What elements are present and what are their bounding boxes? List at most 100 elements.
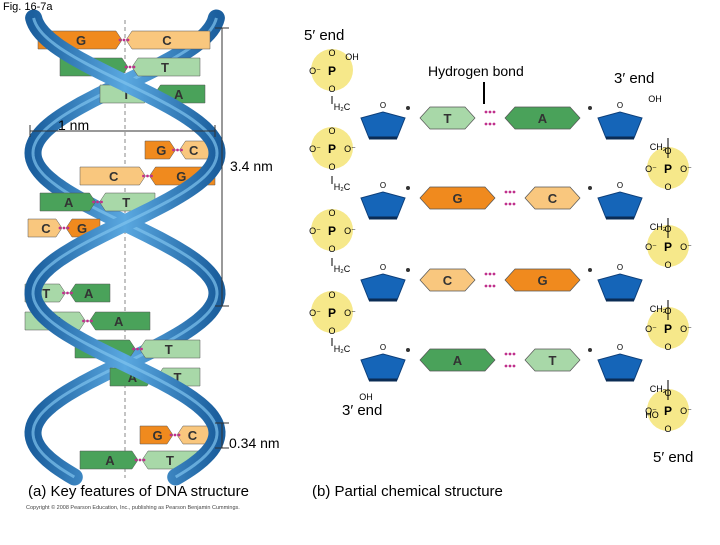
hydrogen-bond-dot	[66, 291, 69, 295]
phosphorus-atom: P	[328, 142, 336, 156]
oxygen-ion: O⁻	[680, 324, 692, 334]
hydrogen-bond-dot	[488, 110, 492, 114]
base-letter: A	[128, 370, 138, 385]
base-letter: A	[174, 87, 184, 102]
oxygen-atom: O	[664, 260, 671, 270]
hydrogen-bond-dot	[492, 272, 496, 276]
oxygen-atom: O	[664, 342, 671, 352]
base-letter: C	[548, 191, 558, 206]
base-letter: T	[174, 370, 182, 385]
base-letter: A	[105, 453, 115, 468]
methylene-label: CH₂	[650, 384, 667, 394]
chem-base-c	[419, 268, 476, 292]
methylene-label: CH₂	[650, 142, 667, 152]
chem-base-g	[504, 268, 581, 292]
chem-base-g	[419, 186, 496, 210]
hydrogen-bond-dot	[504, 190, 508, 194]
oxygen-ion: O⁻	[645, 164, 657, 174]
hydrogen-bond-dot	[492, 110, 496, 114]
methylene-label: CH₂	[650, 304, 667, 314]
methylene-label: H₂C	[334, 182, 351, 192]
hydrogen-bond-dot	[100, 200, 103, 204]
deoxyribose-sugar-left	[360, 191, 406, 219]
deoxyribose-sugar-right	[597, 273, 643, 301]
base-letter: C	[188, 428, 198, 443]
hydrogen-bond-dot	[504, 364, 508, 368]
oxygen-ion: O⁻	[645, 406, 657, 416]
deoxyribose-sugar-right	[597, 353, 643, 381]
hydrogen-bond-dot	[504, 202, 508, 206]
base-a-block	[79, 450, 139, 470]
base-letter: A	[64, 195, 74, 210]
atom-dot	[406, 348, 410, 352]
deoxyribose-sugar-left	[360, 353, 406, 381]
phosphorus-atom: P	[328, 306, 336, 320]
methylene-label: H₂C	[334, 344, 351, 354]
base-a-block	[89, 311, 151, 331]
copyright-text: Copyright © 2008 Pearson Education, Inc.…	[26, 505, 240, 511]
hydrogen-bond-dot	[146, 174, 149, 178]
oxygen-atom: O	[328, 208, 335, 218]
ring-oxygen: O	[380, 181, 386, 190]
base-a-block	[69, 283, 111, 303]
phosphate-group	[311, 291, 353, 333]
hydrogen-bond-dot	[512, 364, 516, 368]
base-letter: T	[122, 195, 130, 210]
phosphate-group	[311, 127, 353, 169]
atom-dot	[588, 186, 592, 190]
hydrogen-bond-dot	[508, 190, 512, 194]
hydrogen-bond-dot	[484, 110, 488, 114]
hydrogen-bond-dot	[172, 148, 175, 152]
atom-dot	[406, 186, 410, 190]
hydrogen-bond-dot	[70, 291, 73, 295]
phosphate-group	[647, 307, 689, 349]
hydrogen-bond-dot	[177, 433, 181, 437]
hydrogen-bond-dot	[488, 284, 492, 288]
hydrogen-bond-dot	[62, 226, 66, 230]
oxygen-ion: O⁻	[309, 308, 321, 318]
one-nm-label: 1 nm	[58, 117, 90, 133]
base-letter: A	[114, 314, 124, 329]
atom-dot	[406, 106, 410, 110]
hydrogen-bond-dot	[122, 38, 126, 42]
hydrogen-bond-dot	[82, 319, 85, 323]
hydrogen-bond-dot	[138, 458, 142, 462]
hydrogen-bond-dot	[508, 364, 512, 368]
methylene-label: CH₂	[650, 222, 667, 232]
phosphorus-atom: P	[664, 322, 672, 336]
hydrogen-bond-dot	[492, 284, 496, 288]
hydrogen-bond-dot	[92, 200, 95, 204]
oxygen-ion: O⁻	[309, 66, 321, 76]
rise-0-34-nm-label: 0.34 nm	[229, 435, 280, 451]
deoxyribose-sugar-right	[597, 191, 643, 219]
terminal-oh-label: OH	[648, 94, 662, 104]
phosphorus-atom: P	[664, 240, 672, 254]
base-letter: C	[41, 221, 51, 236]
phosphorus-atom: P	[328, 224, 336, 238]
phosphorus-atom: P	[664, 162, 672, 176]
phosphorus-atom: P	[664, 404, 672, 418]
oxygen-ion: O⁻	[344, 144, 356, 154]
base-g-block	[144, 140, 176, 160]
oxygen-atom: O	[328, 48, 335, 58]
oxygen-ion: O⁻	[645, 324, 657, 334]
ring-oxygen: O	[617, 181, 623, 190]
hydrogen-bond-dot	[126, 38, 130, 42]
base-c-block	[79, 166, 146, 186]
hydrogen-bond-dot	[504, 352, 508, 356]
three-prime-end-right-label: 3′ end	[614, 70, 655, 87]
hydrogen-bond-dot	[150, 174, 153, 178]
oxygen-atom: O	[328, 84, 335, 94]
ring-oxygen: O	[380, 343, 386, 352]
helix-base-pair	[37, 30, 211, 50]
hydrogen-bond-dot	[512, 352, 516, 356]
phosphate-group	[311, 49, 353, 91]
base-letter: G	[156, 143, 166, 158]
deoxyribose-sugar-right	[597, 111, 643, 139]
hydrogen-bond-dot	[508, 202, 512, 206]
five-prime-end-top-label: 5′ end	[304, 27, 345, 44]
base-letter: T	[444, 111, 452, 126]
oxygen-ion: O⁻	[680, 242, 692, 252]
hydrogen-bond-dot	[488, 272, 492, 276]
